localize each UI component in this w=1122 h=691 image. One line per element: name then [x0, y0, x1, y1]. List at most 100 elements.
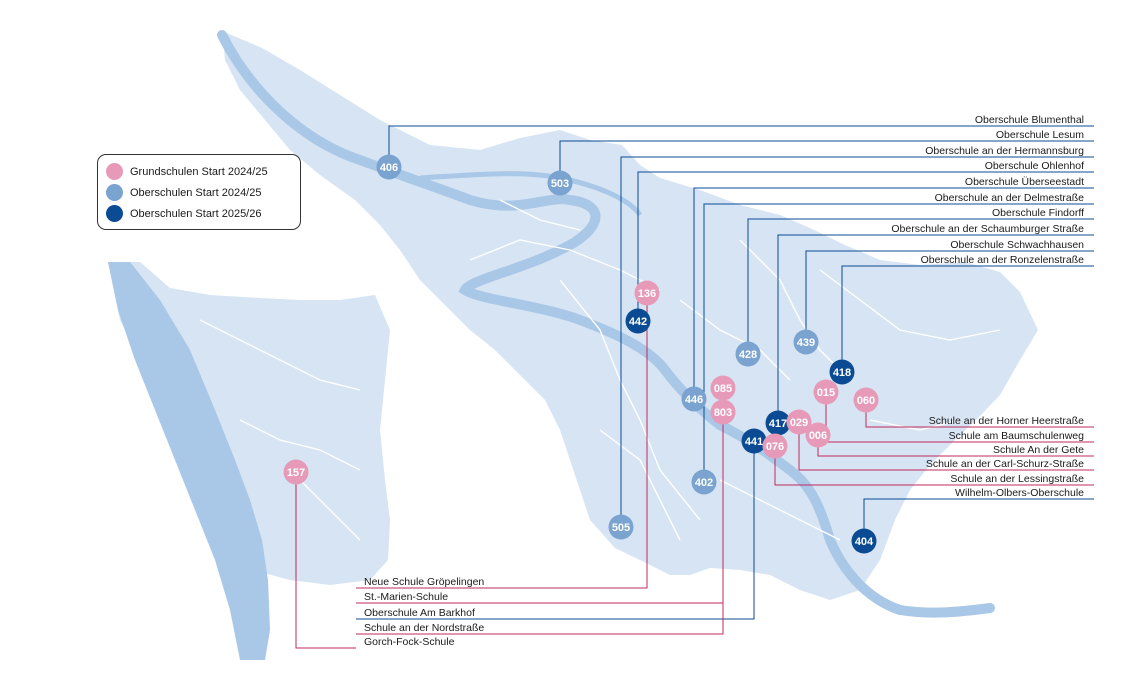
marker-number: 006 [809, 430, 827, 442]
leader-line [388, 125, 1094, 167]
school-marker-418[interactable]: 418 [829, 359, 855, 385]
school-label: Oberschule Schwachhausen [950, 239, 1084, 251]
marker-circle [851, 528, 877, 554]
school-marker-505[interactable]: 505 [608, 514, 634, 540]
marker-circle [805, 422, 831, 448]
school-marker-060[interactable]: 060 [853, 387, 879, 413]
legend-label: Oberschulen Start 2024/25 [130, 186, 262, 199]
legend-dot-light-blue [106, 184, 123, 201]
school-marker-442[interactable]: 442 [625, 308, 651, 334]
marker-circle [710, 399, 736, 425]
school-marker-417[interactable]: 417 [765, 410, 791, 436]
school-marker-015[interactable]: 015 [813, 379, 839, 405]
school-label: St.-Marien-Schule [364, 591, 448, 603]
school-label: Gorch-Fock-Schule [364, 636, 455, 648]
leader-line [863, 498, 1094, 541]
school-label: Oberschule Blumenthal [975, 114, 1084, 126]
leader-line [356, 441, 755, 620]
school-marker-428[interactable]: 428 [735, 341, 761, 367]
school-marker-446[interactable]: 446 [681, 386, 707, 412]
school-marker-439[interactable]: 439 [793, 329, 819, 355]
marker-circle [762, 433, 788, 459]
leader-line [703, 203, 1094, 482]
leader-line [805, 250, 1094, 342]
school-label: Oberschule an der Delmestraße [935, 192, 1085, 204]
leader-line [356, 388, 724, 635]
marker-number: 402 [695, 477, 713, 489]
leader-line [841, 265, 1094, 372]
marker-number: 157 [287, 467, 305, 479]
school-label: Oberschule Findorff [992, 207, 1084, 219]
school-label: Schule am Baumschulenweg [949, 430, 1085, 442]
legend-label: Oberschulen Start 2025/26 [130, 207, 262, 220]
school-marker-157[interactable]: 157 [283, 459, 309, 485]
marker-number: 442 [629, 316, 647, 328]
marker-number: 803 [714, 407, 732, 419]
marker-circle [793, 329, 819, 355]
marker-circle [547, 170, 573, 196]
school-marker-402[interactable]: 402 [691, 469, 717, 495]
marker-circle [376, 154, 402, 180]
legend-dot-dark-blue [106, 205, 123, 222]
school-marker-076[interactable]: 076 [762, 433, 788, 459]
marker-number: 085 [714, 383, 732, 395]
leader-line [747, 218, 1094, 354]
leader-line [559, 140, 1094, 183]
school-label: Schule an der Nordstraße [364, 622, 484, 634]
marker-number: 060 [857, 395, 875, 407]
marker-number: 428 [739, 349, 757, 361]
school-label: Schule an der Lessingstraße [950, 473, 1084, 485]
school-marker-441[interactable]: 441 [741, 428, 767, 454]
marker-number: 505 [612, 522, 630, 534]
leader-line [295, 472, 356, 649]
marker-circle [735, 341, 761, 367]
marker-circle [681, 386, 707, 412]
marker-number: 076 [766, 441, 784, 453]
leader-line [637, 171, 1094, 321]
marker-circle [634, 280, 660, 306]
school-marker-006[interactable]: 006 [805, 422, 831, 448]
district-borders [199, 199, 1001, 541]
marker-number: 418 [833, 367, 851, 379]
marker-circle [283, 459, 309, 485]
school-marker-803[interactable]: 803 [710, 399, 736, 425]
school-marker-029[interactable]: 029 [786, 409, 812, 435]
school-marker-404[interactable]: 404 [851, 528, 877, 554]
school-marker-136[interactable]: 136 [634, 280, 660, 306]
school-label: Oberschule Lesum [996, 129, 1084, 141]
marker-number: 439 [797, 337, 815, 349]
leader-line [620, 156, 1094, 527]
school-label: Oberschule Am Barkhof [364, 607, 475, 619]
marker-circle [741, 428, 767, 454]
leader-line [777, 234, 1094, 423]
school-label: Oberschule an der Ronzelenstraße [921, 254, 1085, 266]
legend-dot-pink [106, 163, 123, 180]
school-label: Oberschule an der Hermannsburg [925, 145, 1084, 157]
marker-circle [691, 469, 717, 495]
school-label: Neue Schule Gröpelingen [364, 576, 484, 588]
leader-line [798, 422, 1094, 471]
leader-line [356, 293, 648, 589]
leader-line [693, 187, 1094, 399]
legend-item-oberschulen-2024: Oberschulen Start 2024/25 [106, 182, 292, 203]
marker-circle [765, 410, 791, 436]
school-marker-085[interactable]: 085 [710, 375, 736, 401]
legend-item-oberschulen-2025: Oberschulen Start 2025/26 [106, 203, 292, 224]
leader-line [774, 446, 1094, 486]
school-marker-406[interactable]: 406 [376, 154, 402, 180]
school-marker-503[interactable]: 503 [547, 170, 573, 196]
marker-number: 441 [745, 436, 763, 448]
school-label: Oberschule an der Schaumburger Straße [891, 223, 1084, 235]
marker-number: 029 [790, 417, 808, 429]
river-weser-estuary [108, 262, 270, 660]
legend-box: Grundschulen Start 2024/25 Oberschulen S… [97, 154, 301, 230]
school-label: Schule An der Gete [993, 444, 1084, 456]
marker-number: 417 [769, 418, 787, 430]
marker-circle [813, 379, 839, 405]
marker-number: 503 [551, 178, 569, 190]
marker-number: 136 [638, 288, 656, 300]
